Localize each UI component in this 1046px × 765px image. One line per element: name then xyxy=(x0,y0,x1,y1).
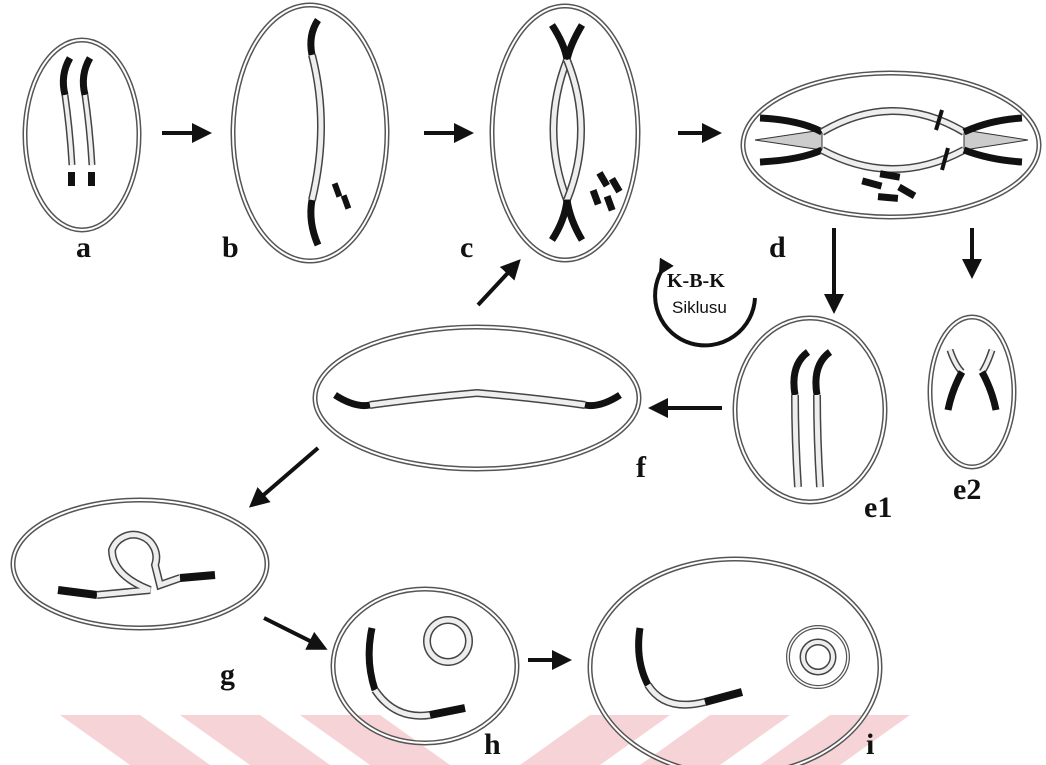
arrow-f-c xyxy=(478,262,518,305)
cycle-subtitle: Siklusu xyxy=(672,298,727,318)
label-f: f xyxy=(636,453,646,483)
arrow-g-h xyxy=(264,618,324,648)
label-a: a xyxy=(76,233,91,263)
cell-b xyxy=(233,5,387,261)
label-b: b xyxy=(222,233,239,263)
label-c: c xyxy=(460,233,473,263)
cell-e2 xyxy=(930,317,1014,467)
cell-g xyxy=(13,500,267,628)
label-h: h xyxy=(484,730,501,760)
cell-a xyxy=(25,40,139,230)
cell-h xyxy=(333,589,517,743)
cell-c xyxy=(492,6,638,260)
arrow-f-g xyxy=(252,448,318,505)
label-d: d xyxy=(769,233,786,263)
cell-f xyxy=(315,327,639,469)
cell-e1 xyxy=(735,318,885,502)
label-i: i xyxy=(866,730,874,760)
label-g: g xyxy=(220,660,235,690)
cell-d xyxy=(743,73,1039,217)
label-e2: e2 xyxy=(953,475,981,505)
cycle-title: K-B-K xyxy=(667,270,725,293)
label-e1: e1 xyxy=(864,493,892,523)
